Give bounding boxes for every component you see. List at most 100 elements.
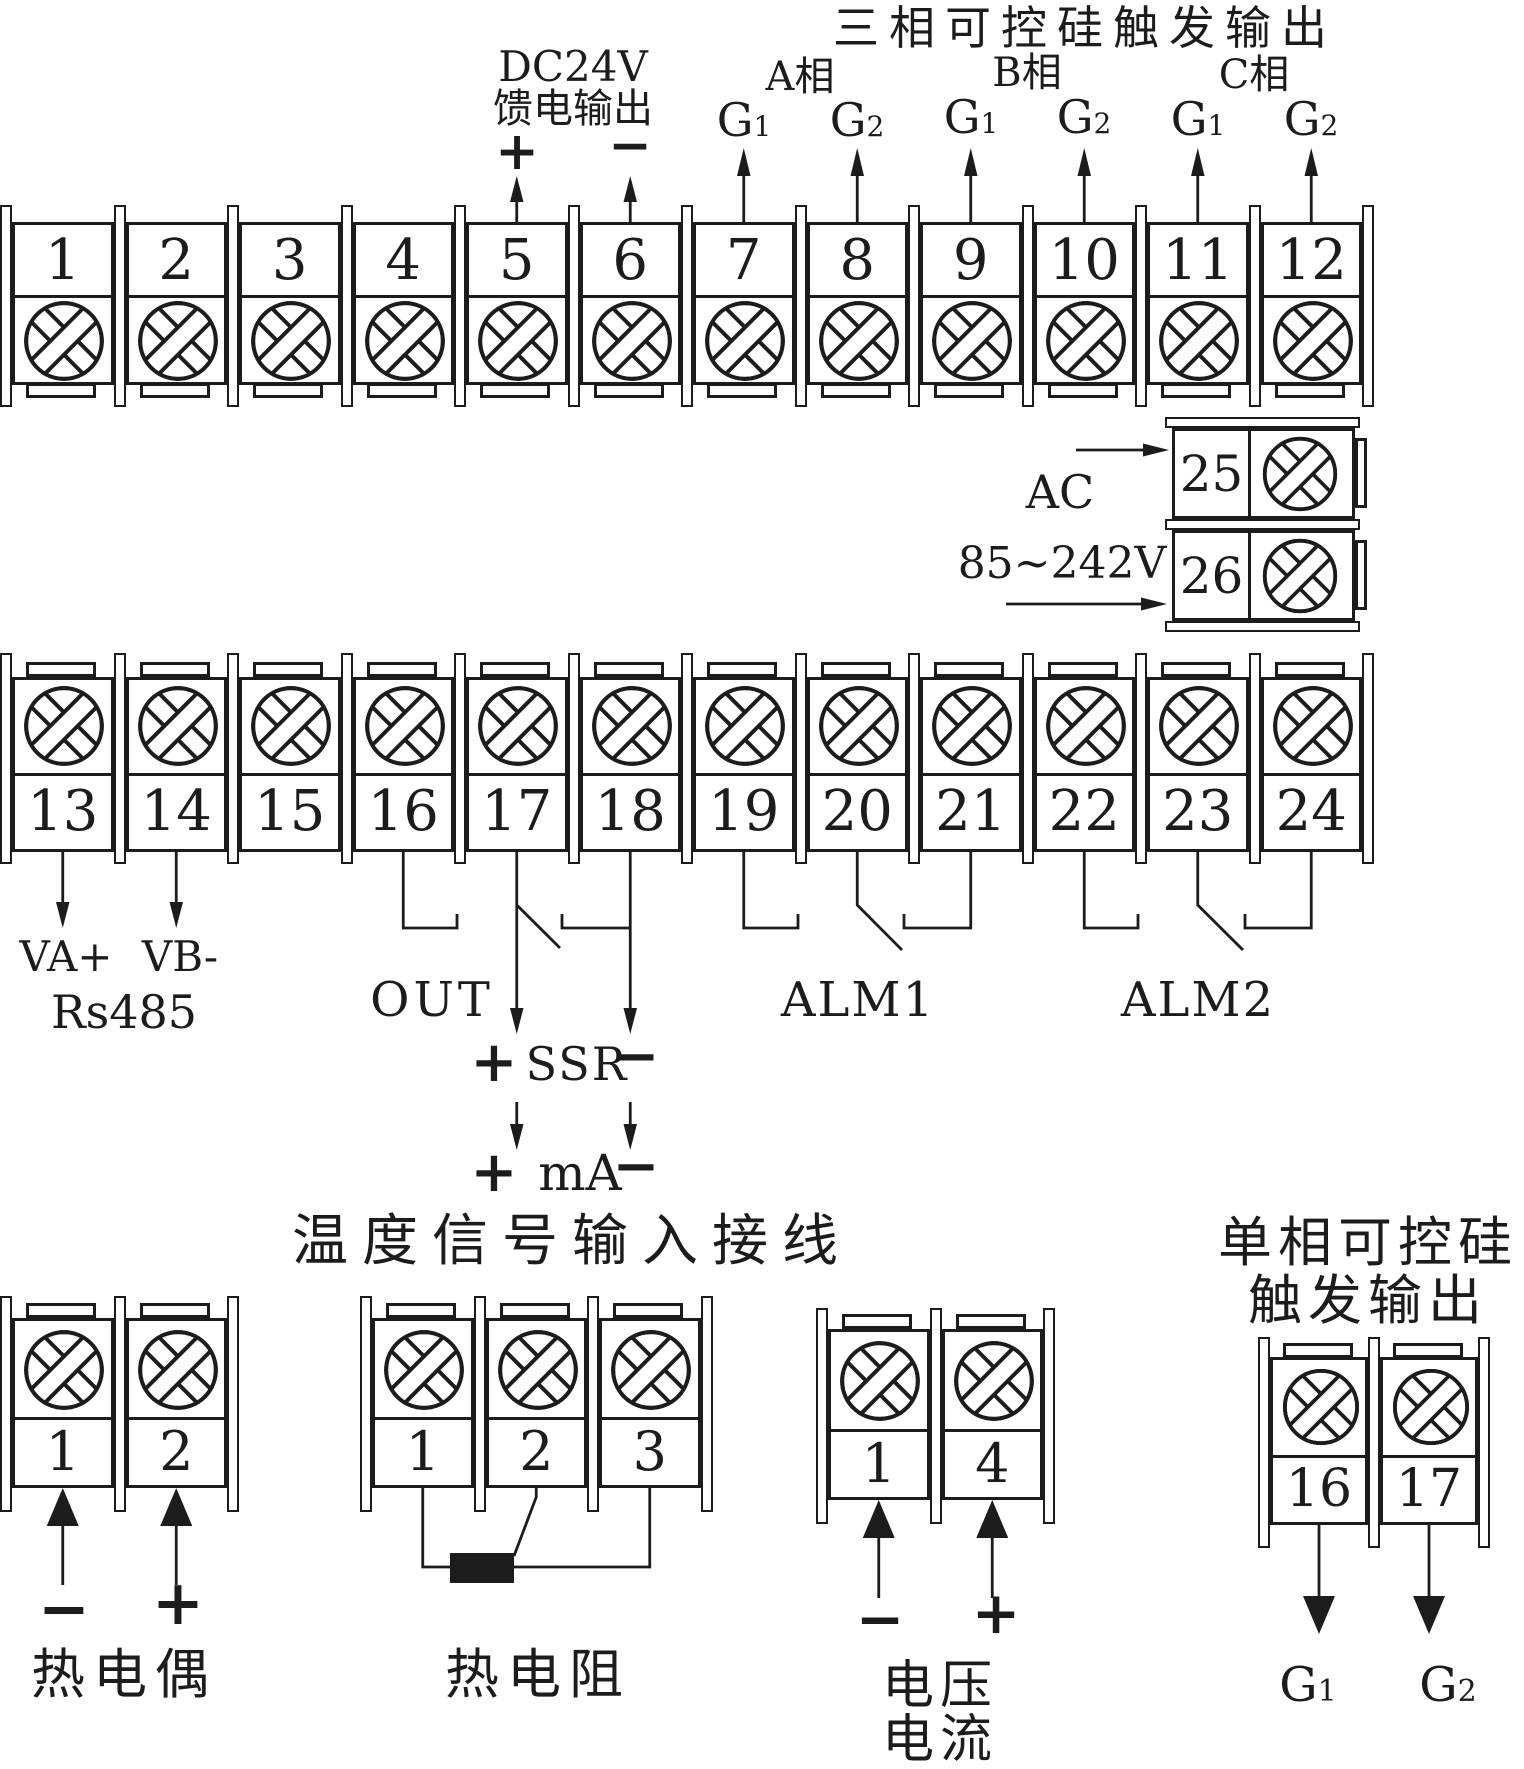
gate-letter: G [1279,1657,1318,1713]
ssr-minus-sign: − [612,1023,660,1089]
cell-divider [1036,773,1132,776]
terminal-number: 25 [1179,444,1244,503]
mounting-tab [593,383,664,398]
rtd-label: 热电阻 [445,1643,631,1706]
terminal-cell-18: 18 [579,677,681,852]
cell-divider [582,295,678,298]
terminal-number: 26 [1179,546,1244,605]
terminal-number: 1 [44,227,81,293]
mounting-tab [593,662,664,677]
terminal-cell-2: 2 [485,1318,587,1488]
terminal-number: 20 [821,778,893,844]
terminal-number: 10 [1048,227,1120,293]
screw-terminal-icon [701,297,789,385]
ma-label: mA [538,1144,622,1202]
separator-rail [0,1296,12,1512]
volt-curr-plus-sign: + [971,1579,1021,1647]
terminal-number: 3 [271,227,308,293]
separator-rail [587,1296,599,1512]
mounting-tab [26,1303,97,1318]
screw-terminal-icon [361,682,449,770]
terminal-number: 12 [1275,227,1347,293]
separator-rail [908,205,920,407]
wire-alm2-contact [1082,852,1313,951]
screw-terminal-icon [836,1337,924,1425]
arrow-scr-g2 [1413,1525,1445,1634]
separator-rail [929,1308,942,1524]
separator-rail [0,205,12,407]
mounting-tab [366,383,437,398]
screw-terminal-icon [588,682,676,770]
cell-divider [1150,295,1246,298]
gate-letter: G [829,93,867,147]
mounting-tab [499,1303,570,1318]
screw-terminal-icon [474,682,562,770]
separator-rail [1021,653,1034,864]
terminal-cell-6: 6 [579,222,681,385]
separator-rail [794,653,807,864]
cell-divider [128,295,224,298]
cell-divider [923,295,1019,298]
mounting-tab [139,662,210,677]
arrow-dc-plus [510,176,524,222]
screw-terminal-icon [588,297,676,385]
gate-letter: G [1056,90,1094,144]
terminal-number: 6 [612,227,649,293]
terminal-number: 2 [159,1419,194,1483]
screw-terminal-icon [1269,682,1357,770]
gate-sub: 2 [1457,1674,1477,1709]
arrow-gate-a-g1 [737,148,751,222]
screw-terminal-icon [815,682,903,770]
cell-divider [242,773,338,776]
cell-divider [582,773,678,776]
arrow-ac-terminal-26 [1006,597,1167,611]
terminal-number: 16 [1285,1458,1353,1519]
dc-plus-sign: + [495,121,539,182]
separator-rail [1165,519,1360,530]
thermocouple-label: 热电偶 [31,1643,217,1706]
three-phase-scr-title: 三相可控硅触发输出 [833,1,1337,55]
cell-divider [809,295,905,298]
cell-divider [1036,295,1132,298]
terminal-number: 2 [158,227,195,293]
gate-label-a-g2: G2 [829,93,885,147]
arrow-volt-curr-minus [862,1500,895,1598]
terminal-number: 11 [1162,227,1234,293]
mounting-tab [820,662,891,677]
screw-terminal-icon [1042,297,1130,385]
mounting-tab [480,383,551,398]
mounting-tab [26,383,97,398]
mounting-tab [139,383,210,398]
scr-g1-label: G1 [1279,1657,1336,1713]
wire-alm1-contact [742,852,973,951]
mounting-tab [1274,383,1345,398]
screw-terminal-icon [247,682,335,770]
cell-divider [488,1417,584,1420]
terminal-cell-20: 20 [806,677,908,852]
terminal-number: 7 [725,227,762,293]
screw-terminal-icon [1155,297,1243,385]
terminal-number: 14 [140,778,212,844]
gate-sub: 1 [1207,109,1226,142]
screw-terminal-icon [134,1326,222,1414]
mounting-tab [139,1303,210,1318]
current-label: 电流 [881,1710,999,1769]
arrow-gate-b-g2 [1077,148,1091,222]
screw-terminal-icon [1259,535,1341,617]
screw-terminal-icon [494,1326,582,1414]
terminal-cell-2: 2 [125,222,227,385]
screw-terminal-icon [950,1337,1038,1425]
cell-divider [469,295,565,298]
terminal-number: 23 [1162,778,1234,844]
alm1-label: ALM1 [780,972,936,1028]
gate-sub: 2 [1093,107,1112,140]
screw-terminal-icon [134,682,222,770]
mounting-tab [842,1314,913,1329]
ma-minus-sign: − [612,1133,660,1199]
alm2-label: ALM2 [1120,972,1276,1028]
separator-rail [1258,1337,1270,1548]
single-phase-scr-title-line2: 触发输出 [1248,1269,1488,1332]
screw-terminal-icon [20,1326,108,1414]
terminal-number: 17 [481,778,553,844]
